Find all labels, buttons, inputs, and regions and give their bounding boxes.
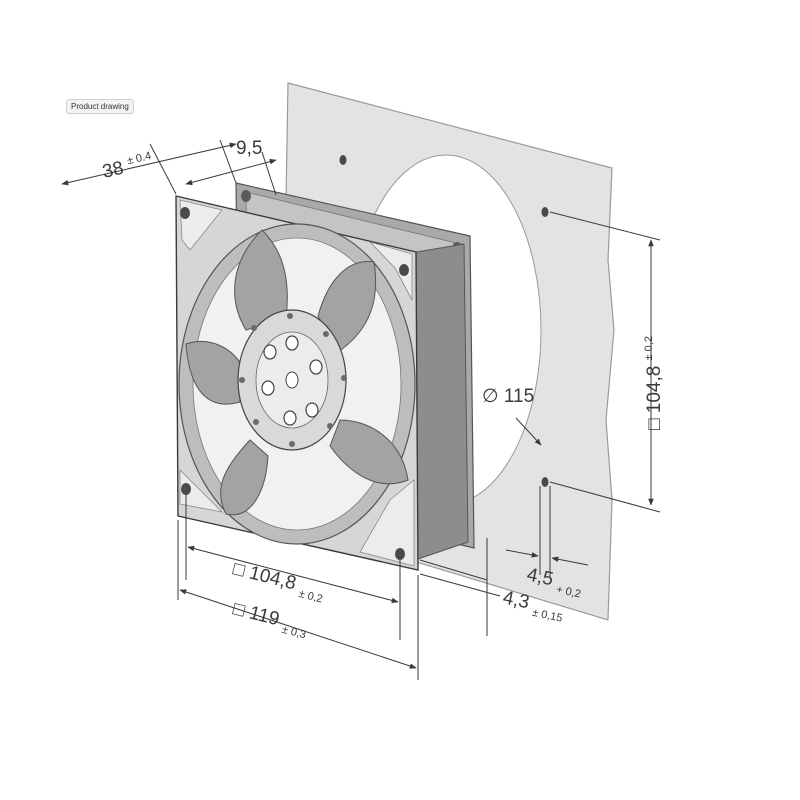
depth-tolerance: ± 0.4 xyxy=(126,150,152,167)
fan-blade xyxy=(317,261,377,353)
svg-text:□ 104,8 ± 0,2: □ 104,8 ± 0,2 xyxy=(230,558,327,605)
panel-hole xyxy=(541,207,549,217)
product-drawing-badge: Product drawing xyxy=(66,99,134,114)
hole-spacing-v-tolerance: ± 0,2 xyxy=(643,336,655,360)
frame-symbol: □ xyxy=(231,598,248,621)
diameter-value: 115 xyxy=(504,386,534,407)
fan-hub xyxy=(237,309,347,451)
svg-text:∅ 115: ∅ 115 xyxy=(482,386,534,407)
depth-value: 38 xyxy=(100,158,125,183)
hole-spacing-v-value: 104,8 xyxy=(644,366,665,414)
fan-blades xyxy=(185,229,409,516)
hole-spacing-h-value: 104,8 xyxy=(247,563,298,595)
svg-text:□ 119 ± 0,3: □ 119 ± 0,3 xyxy=(230,598,311,641)
frame-value: 119 xyxy=(247,603,281,631)
dimension-lines xyxy=(61,139,661,680)
hole-offset-value: 4,3 xyxy=(501,587,531,613)
fan-blade xyxy=(220,439,269,516)
frame-tolerance: ± 0,3 xyxy=(281,624,308,642)
svg-text:38 ± 0.4: 38 ± 0.4 xyxy=(100,150,154,183)
hole-spacing-h-symbol: □ xyxy=(231,558,248,581)
fan-blade xyxy=(329,419,409,485)
dimension-labels: 38 ± 0.4 9,5 □ 104,8 ± 0,2 ∅ 115 □ 104,8… xyxy=(100,138,665,641)
svg-text:4,5 + 0,2: 4,5 + 0,2 xyxy=(524,564,584,600)
fan-side-wall xyxy=(410,243,469,561)
flange-value: 9,5 xyxy=(236,138,262,159)
hole-dia-tolerance: + 0,2 xyxy=(555,584,582,601)
panel-hole xyxy=(339,155,347,165)
diameter-symbol: ∅ xyxy=(482,386,499,407)
svg-text:□ 104,8 ± 0,2: □ 104,8 ± 0,2 xyxy=(643,336,665,430)
hole-spacing-v-symbol: □ xyxy=(644,418,665,430)
hole-offset-tolerance: ± 0,15 xyxy=(531,607,563,625)
panel-hole xyxy=(541,477,549,487)
fan-blade xyxy=(234,229,288,331)
fan-blade xyxy=(185,340,243,405)
hole-spacing-h-tolerance: ± 0,2 xyxy=(297,588,324,606)
